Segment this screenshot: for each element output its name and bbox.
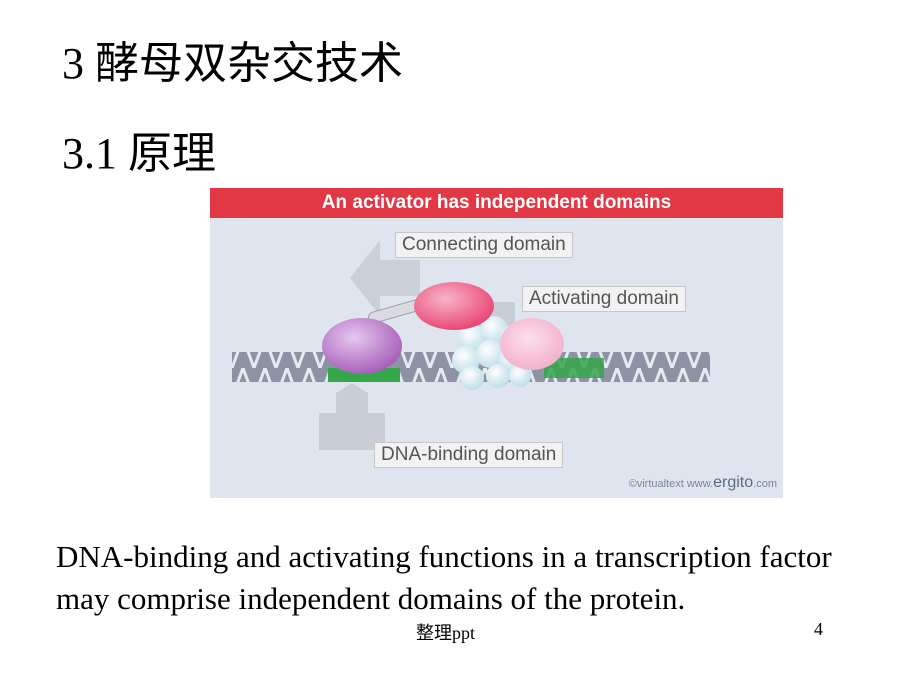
credit-brand: ergito xyxy=(713,474,754,491)
dna-binding-arrow xyxy=(319,383,385,450)
footer-note: 整理ppt xyxy=(416,623,476,643)
dna-binding-domain xyxy=(322,318,402,374)
activator-diagram xyxy=(232,240,710,450)
dna-binding-domain-label: DNA-binding domain xyxy=(374,442,564,468)
figure-credit: ©virtualtext www.ergito.com xyxy=(629,474,777,492)
dna-binding-site-2 xyxy=(544,358,604,378)
activating-domain xyxy=(414,282,494,330)
credit-suffix: .com xyxy=(753,478,777,490)
activating-domain-label: Activating domain xyxy=(522,286,686,312)
connecting-arrow xyxy=(350,240,420,316)
figure-caption: DNA-binding and activating functions in … xyxy=(56,539,832,616)
figure-title: An activator has independent domains xyxy=(210,188,783,218)
slide-title: 3 酵母双杂交技术 xyxy=(62,39,403,88)
credit-prefix: ©virtualtext www. xyxy=(628,478,714,490)
connecting-domain-label: Connecting domain xyxy=(395,232,573,258)
page-number: 4 xyxy=(814,619,823,639)
partner-protein xyxy=(500,318,564,370)
transcription-complex xyxy=(452,316,531,390)
activator-domains-figure: An activator has independent domains Con… xyxy=(210,188,783,498)
section-title: 3.1 原理 xyxy=(62,129,216,178)
